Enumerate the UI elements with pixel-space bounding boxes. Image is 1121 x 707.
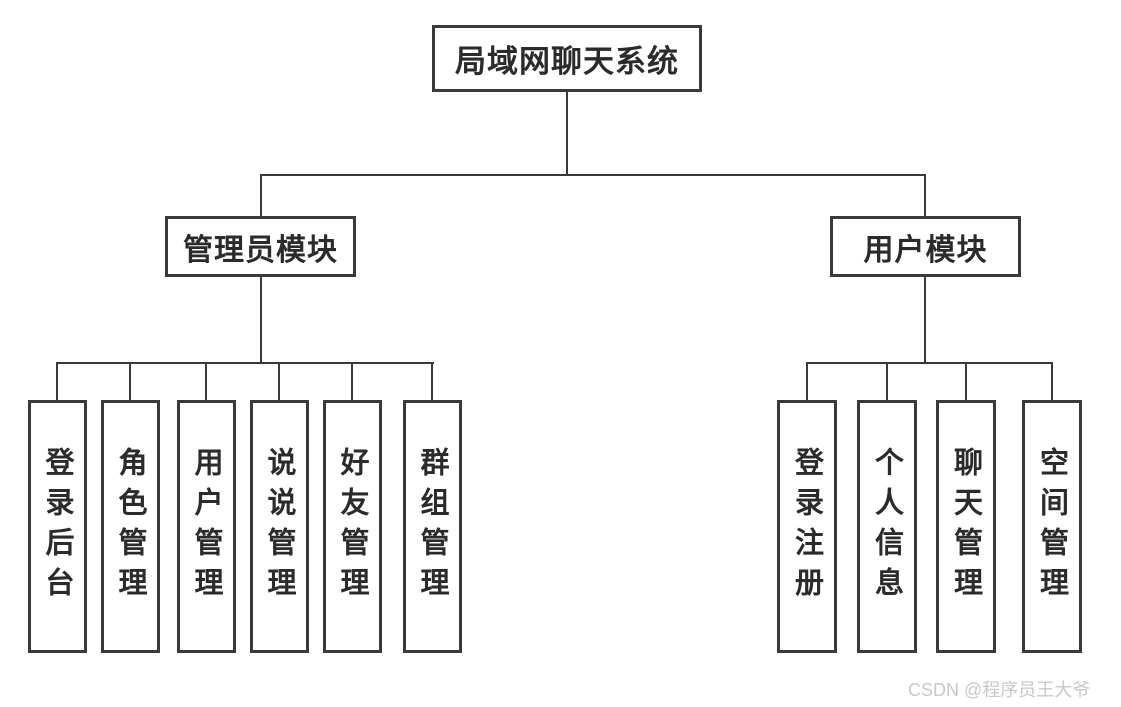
node-label: 说说管理	[263, 446, 297, 607]
node-user-module: 用户模块	[830, 216, 1021, 277]
node-user-child-space-mgmt: 空间管理	[1022, 400, 1082, 653]
csdn-watermark: CSDN @程序员王大爷	[908, 680, 1091, 700]
node-admin-module-label: 管理员模块	[183, 232, 338, 268]
connector-user-bus	[806, 362, 1053, 364]
connector-drop-user	[924, 174, 926, 216]
node-admin-child-user-mgmt: 用户管理	[177, 400, 236, 653]
node-label: 个人信息	[870, 446, 905, 607]
node-label: 聊天管理	[949, 446, 984, 607]
node-user-child-login-register: 登录注册	[777, 400, 837, 653]
connector-admin-leaf-1	[129, 362, 131, 400]
connector-admin-leaf-0	[56, 362, 58, 400]
connector-user-leaf-1	[886, 362, 888, 400]
connector-root-vertical	[566, 92, 568, 174]
node-label: 群组管理	[416, 446, 450, 607]
node-user-module-label: 用户模块	[863, 232, 988, 268]
node-label: 角色管理	[114, 446, 148, 607]
node-label: 好友管理	[336, 446, 370, 607]
connector-admin-leaf-3	[278, 362, 280, 400]
node-admin-child-post-mgmt: 说说管理	[250, 400, 309, 653]
node-label: 空间管理	[1035, 446, 1070, 607]
node-admin-child-group-mgmt: 群组管理	[403, 400, 462, 653]
node-label: 登录注册	[790, 446, 825, 607]
node-admin-child-role-mgmt: 角色管理	[101, 400, 160, 653]
connector-user-leaf-2	[965, 362, 967, 400]
connector-user-vertical	[924, 277, 926, 362]
connector-admin-vertical	[260, 277, 262, 362]
node-admin-module: 管理员模块	[165, 216, 356, 277]
node-admin-child-login-backend: 登录后台	[28, 400, 87, 653]
node-root: 局域网聊天系统	[432, 25, 702, 92]
node-root-label: 局域网聊天系统	[455, 44, 679, 80]
node-label: 登录后台	[41, 446, 75, 607]
node-label: 用户管理	[190, 446, 224, 607]
node-user-child-personal-info: 个人信息	[857, 400, 917, 653]
connector-admin-leaf-5	[431, 362, 433, 400]
connector-admin-leaf-2	[205, 362, 207, 400]
connector-admin-bus	[56, 362, 434, 364]
node-admin-child-friend-mgmt: 好友管理	[323, 400, 382, 653]
connector-drop-admin	[260, 174, 262, 216]
connector-user-leaf-0	[806, 362, 808, 400]
connector-admin-leaf-4	[351, 362, 353, 400]
connector-top-bus	[260, 174, 926, 176]
node-user-child-chat-mgmt: 聊天管理	[936, 400, 996, 653]
connector-user-leaf-3	[1051, 362, 1053, 400]
